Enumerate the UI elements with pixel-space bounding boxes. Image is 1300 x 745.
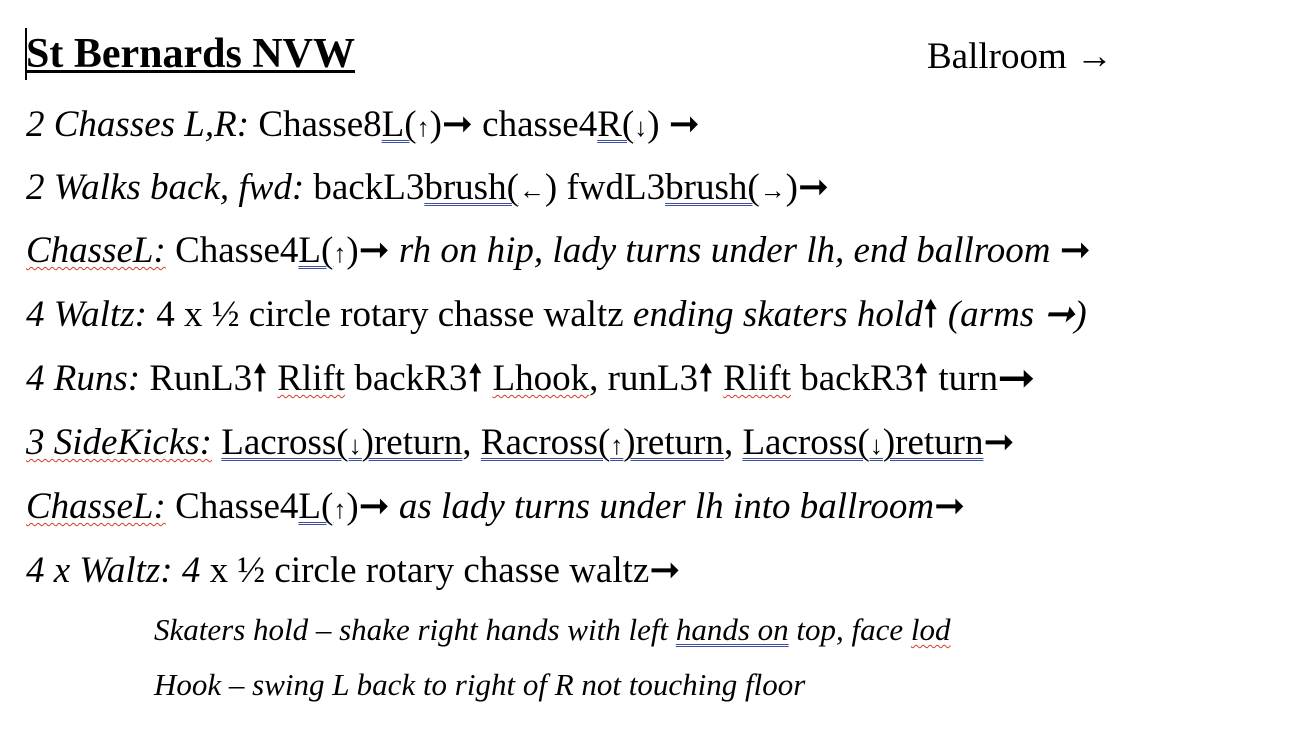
text-cursor: [25, 28, 27, 80]
step-line-1: 2 Chasses L,R: Chasse8L(↑)➞ chasse4R(↓) …: [26, 104, 700, 145]
direction-label: Ballroom →: [927, 36, 1114, 77]
step-line-6: 3 SideKicks: Lacross(↓)return, Racross(↑…: [26, 422, 1015, 463]
page-title: St Bernards NVW: [26, 31, 356, 77]
step-label: 2 Walks back, fwd:: [26, 167, 305, 208]
note-skaters-hold: Skaters hold – shake right hands with le…: [154, 612, 951, 647]
step-label: 3 SideKicks:: [26, 422, 212, 463]
step-label: 4 Waltz:: [26, 294, 147, 335]
step-label: 2 Chasses L,R:: [26, 104, 250, 145]
step-label: 4 Runs:: [26, 358, 141, 399]
step-label: ChasseL:: [26, 486, 166, 527]
step-line-7: ChasseL: Chasse4L(↑)➞ as lady turns unde…: [26, 486, 966, 527]
step-line-8: 4 x Waltz: 4 x ½ circle rotary chasse wa…: [26, 550, 681, 591]
step-label: ChasseL:: [26, 230, 166, 271]
step-line-5: 4 Runs: RunL3🠕 Rlift backR3🠕 Lhook, runL…: [26, 358, 1036, 399]
step-label: 4 x Waltz:: [26, 550, 173, 591]
step-line-3: ChasseL: Chasse4L(↑)➞ rh on hip, lady tu…: [26, 230, 1091, 271]
note-hook: Hook – swing L back to right of R not to…: [154, 667, 806, 702]
step-line-2: 2 Walks back, fwd: backL3brush(←) fwdL3b…: [26, 167, 829, 208]
step-line-4: 4 Waltz: 4 x ½ circle rotary chasse walt…: [26, 294, 1087, 335]
